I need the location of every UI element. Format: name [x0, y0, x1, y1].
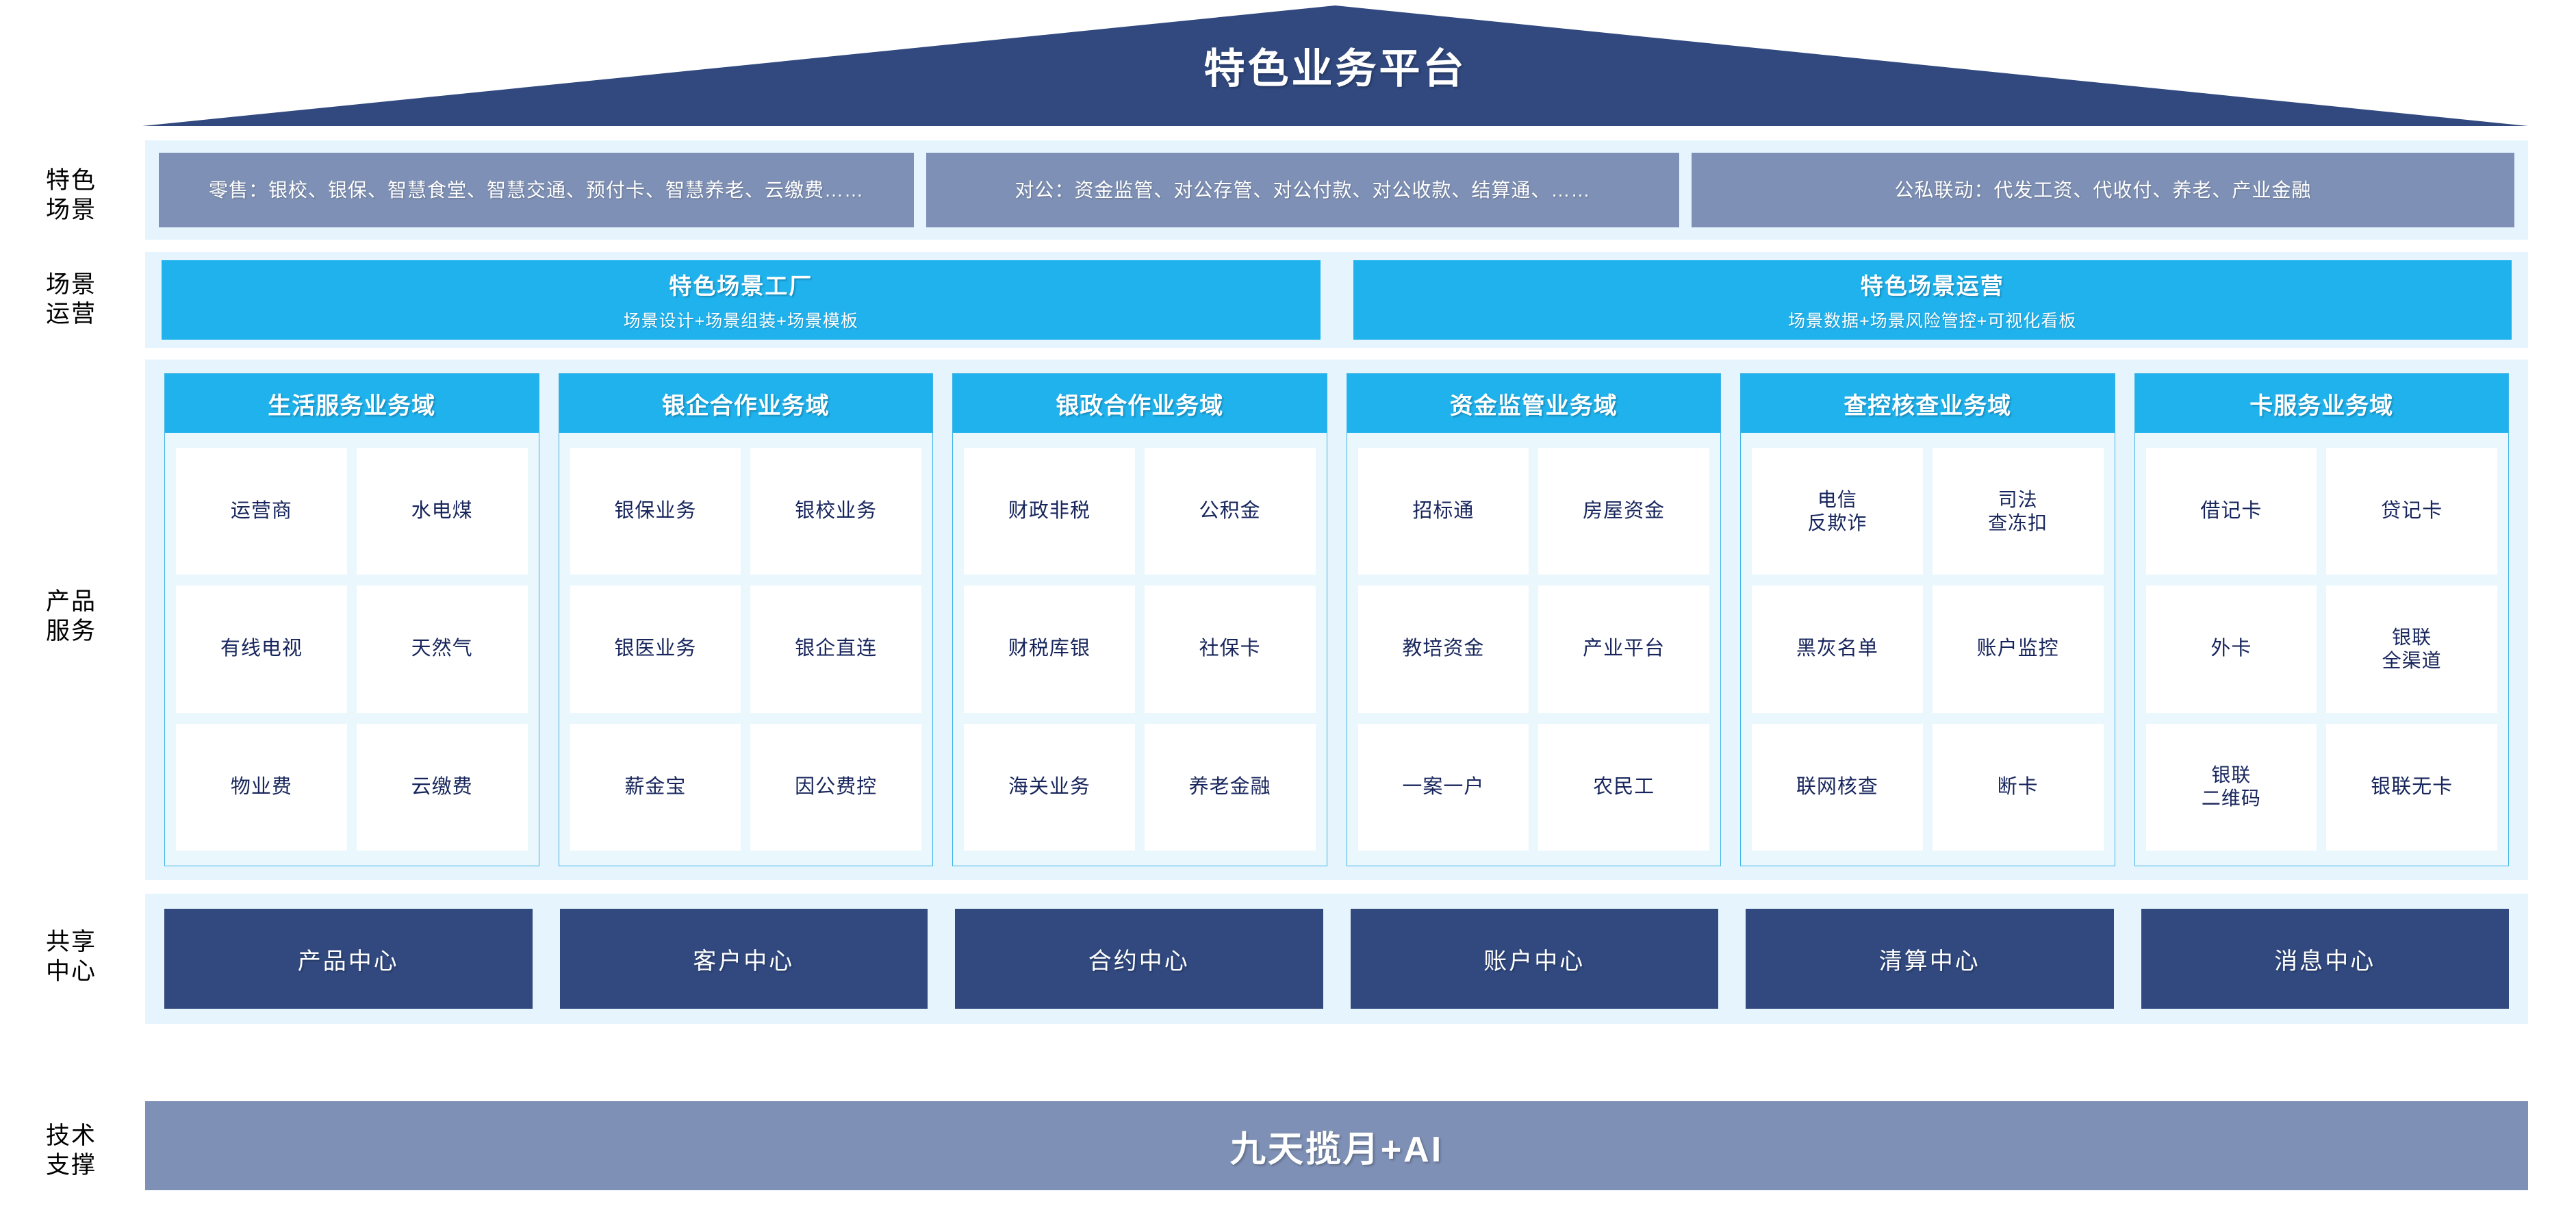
domain-title: 银政合作业务域 — [953, 374, 1327, 433]
domain-title: 生活服务业务域 — [165, 374, 539, 433]
domain-cell[interactable]: 海关业务 — [964, 723, 1135, 851]
domain-bank-government[interactable]: 银政合作业务域财政非税公积金财税库银社保卡海关业务养老金融 — [952, 373, 1327, 866]
domain-cell[interactable]: 银企直连 — [750, 586, 921, 713]
domain-title: 查控核查业务域 — [1741, 374, 2115, 433]
domain-cell[interactable]: 公积金 — [1144, 448, 1316, 575]
domain-cell[interactable]: 银校业务 — [750, 448, 921, 575]
operation-band: 特色场景工厂 场景设计+场景组装+场景模板 特色场景运营 场景数据+场景风险管控… — [145, 252, 2528, 348]
row-label-operate: 场景运营 — [45, 271, 97, 327]
domain-cell-grid: 电信反欺诈司法查冻扣黑灰名单账户监控联网核查断卡 — [1741, 433, 2115, 866]
operation-subtitle: 场景数据+场景风险管控+可视化看板 — [1788, 312, 2077, 331]
operation-box-scene-factory[interactable]: 特色场景工厂 场景设计+场景组装+场景模板 — [162, 260, 1321, 340]
row-label-tech: 技术支撑 — [45, 1122, 97, 1179]
operation-title: 特色场景工厂 — [669, 273, 813, 299]
domain-cell[interactable]: 银联全渠道 — [2326, 586, 2497, 713]
domain-cell[interactable]: 财政非税 — [964, 448, 1135, 575]
shared-contract-center[interactable]: 合约中心 — [955, 909, 1323, 1009]
domain-cell[interactable]: 外卡 — [2145, 586, 2317, 713]
domain-cell[interactable]: 房屋资金 — [1538, 448, 1709, 575]
domain-investigation-control[interactable]: 查控核查业务域电信反欺诈司法查冻扣黑灰名单账户监控联网核查断卡 — [1740, 373, 2115, 866]
domain-cell[interactable]: 账户监控 — [1932, 586, 2104, 713]
domain-cell-grid: 招标通房屋资金教培资金产业平台一案一户农民工 — [1347, 433, 1721, 866]
domain-cell[interactable]: 银医业务 — [570, 586, 741, 713]
domain-cell-grid: 借记卡贷记卡外卡银联全渠道银联二维码银联无卡 — [2135, 433, 2509, 866]
operation-title: 特色场景运营 — [1860, 273, 2004, 299]
domain-card-service[interactable]: 卡服务业务域借记卡贷记卡外卡银联全渠道银联二维码银联无卡 — [2134, 373, 2509, 866]
operation-subtitle: 场景设计+场景组装+场景模板 — [623, 312, 858, 331]
shared-band: 产品中心客户中心合约中心账户中心清算中心消息中心 — [145, 894, 2528, 1024]
domain-cell[interactable]: 财税库银 — [964, 586, 1135, 713]
domain-cell[interactable]: 银联无卡 — [2326, 723, 2497, 851]
roof-banner: 特色业务平台 — [142, 5, 2528, 126]
domain-cell[interactable]: 贷记卡 — [2326, 448, 2497, 575]
domain-title: 银企合作业务域 — [559, 374, 932, 433]
domain-cell[interactable]: 电信反欺诈 — [1752, 448, 1923, 575]
domain-cell-grid: 财政非税公积金财税库银社保卡海关业务养老金融 — [953, 433, 1327, 866]
domain-cell[interactable]: 云缴费 — [356, 723, 528, 851]
domain-cell[interactable]: 银保业务 — [570, 448, 741, 575]
domain-cell[interactable]: 薪金宝 — [570, 723, 741, 851]
domain-cell[interactable]: 断卡 — [1932, 723, 2104, 851]
domain-cell[interactable]: 教培资金 — [1357, 586, 1529, 713]
domain-cell[interactable]: 一案一户 — [1357, 723, 1529, 851]
row-label-shared: 共享中心 — [45, 929, 97, 985]
domain-cell[interactable]: 司法查冻扣 — [1932, 448, 2104, 575]
shared-product-center[interactable]: 产品中心 — [164, 909, 533, 1009]
domain-cell[interactable]: 养老金融 — [1144, 723, 1316, 851]
domain-cell-grid: 银保业务银校业务银医业务银企直连薪金宝因公费控 — [559, 433, 933, 866]
operation-box-scene-operation[interactable]: 特色场景运营 场景数据+场景风险管控+可视化看板 — [1353, 260, 2512, 340]
domain-title: 资金监管业务域 — [1347, 374, 1720, 433]
domain-cell[interactable]: 因公费控 — [750, 723, 921, 851]
shared-customer-center[interactable]: 客户中心 — [559, 909, 928, 1009]
domain-cell[interactable]: 产业平台 — [1538, 586, 1709, 713]
scene-box-linkage[interactable]: 公私联动：代发工资、代收付、养老、产业金融 — [1692, 153, 2514, 227]
domain-cell[interactable]: 水电煤 — [356, 448, 528, 575]
domain-cell[interactable]: 借记卡 — [2145, 448, 2317, 575]
domain-cell[interactable]: 天然气 — [356, 586, 528, 713]
row-label-product: 产品服务 — [45, 588, 97, 644]
scene-box-retail[interactable]: 零售：银校、银保、智慧食堂、智慧交通、预付卡、智慧养老、云缴费…… — [159, 153, 914, 227]
product-band: 生活服务业务域运营商水电煤有线电视天然气物业费云缴费银企合作业务域银保业务银校业… — [145, 360, 2528, 880]
scene-band: 零售：银校、银保、智慧食堂、智慧交通、预付卡、智慧养老、云缴费…… 对公：资金监… — [145, 140, 2528, 240]
shared-message-center[interactable]: 消息中心 — [2141, 909, 2509, 1009]
domain-cell[interactable]: 社保卡 — [1144, 586, 1316, 713]
scene-box-corporate[interactable]: 对公：资金监管、对公存管、对公付款、对公收款、结算通、…… — [926, 153, 1679, 227]
domain-title: 卡服务业务域 — [2134, 374, 2508, 433]
domain-cell[interactable]: 物业费 — [176, 723, 347, 851]
domain-cell[interactable]: 银联二维码 — [2145, 723, 2317, 851]
domain-cell[interactable]: 招标通 — [1357, 448, 1529, 575]
domain-bank-enterprise[interactable]: 银企合作业务域银保业务银校业务银医业务银企直连薪金宝因公费控 — [558, 373, 933, 866]
page-title: 特色业务平台 — [1203, 46, 1467, 92]
domain-cell-grid: 运营商水电煤有线电视天然气物业费云缴费 — [165, 433, 539, 866]
domain-life-service[interactable]: 生活服务业务域运营商水电煤有线电视天然气物业费云缴费 — [164, 373, 539, 866]
shared-clearing-center[interactable]: 清算中心 — [1746, 909, 2114, 1009]
domain-cell[interactable]: 联网核查 — [1752, 723, 1923, 851]
domain-cell[interactable]: 农民工 — [1538, 723, 1709, 851]
domain-fund-supervision[interactable]: 资金监管业务域招标通房屋资金教培资金产业平台一案一户农民工 — [1346, 373, 1721, 866]
domain-cell[interactable]: 运营商 — [176, 448, 347, 575]
tech-support-bar: 九天揽月+AI — [145, 1101, 2528, 1190]
domain-cell[interactable]: 黑灰名单 — [1752, 586, 1923, 713]
row-label-scene: 特色场景 — [45, 167, 97, 223]
domain-cell[interactable]: 有线电视 — [176, 586, 347, 713]
shared-account-center[interactable]: 账户中心 — [1350, 909, 1718, 1009]
